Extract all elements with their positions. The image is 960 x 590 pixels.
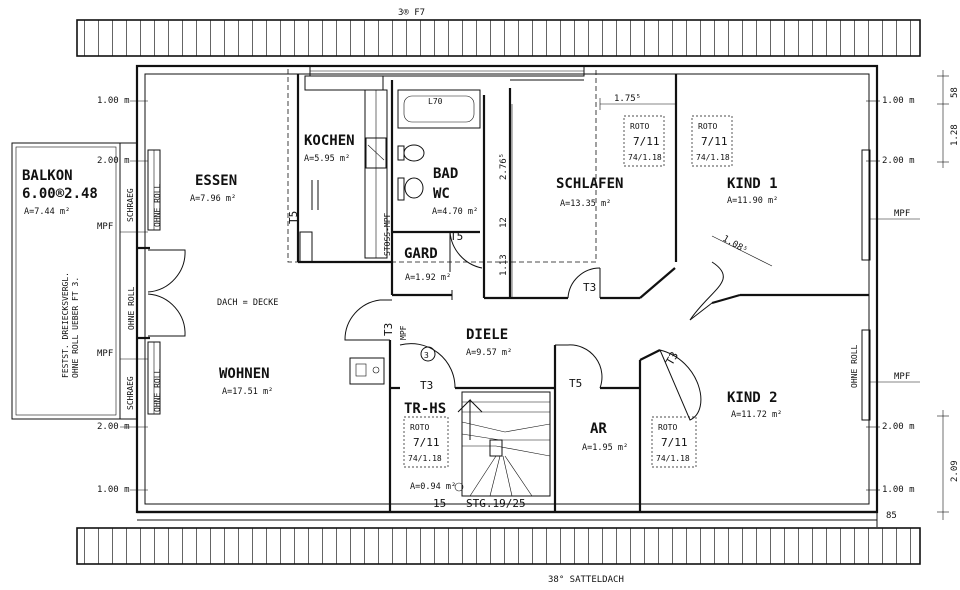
door-t5-ar: T5 bbox=[569, 377, 582, 390]
room-kind2: KIND 2 bbox=[727, 390, 778, 406]
schraeg-top: SCHRAEG bbox=[126, 188, 135, 222]
area-kind1: A=11.90 m² bbox=[727, 196, 778, 206]
ohne-roll-top: OHNE ROLL bbox=[153, 183, 162, 227]
area-trhs: A=0.94 m² bbox=[410, 482, 456, 492]
balcony: BALKON 6.00®2.48 A=7.44 m² FESTST. DREIE… bbox=[11, 142, 137, 420]
right-window-annotations: 1.00 m 2.00 m MPF OHNE ROLL MPF 2.00 m 1… bbox=[850, 70, 960, 521]
dim-right-200-top: 2.00 m bbox=[882, 156, 915, 166]
mpf-right-top: MPF bbox=[894, 209, 910, 219]
tub-dim: L70 bbox=[428, 97, 443, 106]
upper-windows bbox=[309, 65, 585, 81]
area-bad: A=4.70 m² bbox=[432, 207, 478, 217]
doors: T3 T3 MPF T3 T5 T3 3 bbox=[344, 261, 724, 421]
roto-1-l1: ROTO bbox=[630, 122, 649, 131]
door-t5-gard: T5 bbox=[450, 230, 463, 243]
dim-58: 58 bbox=[950, 87, 960, 98]
room-kind1: KIND 1 bbox=[727, 176, 778, 192]
roto-4-l1: ROTO bbox=[658, 423, 677, 432]
ohne-roll-right: OHNE ROLL bbox=[850, 344, 859, 388]
dim-209: 2.09 bbox=[950, 460, 960, 482]
mpf-left-top: MPF bbox=[97, 222, 113, 232]
room-diele: DIELE bbox=[466, 327, 508, 343]
roto-4-l3: 74/1.18 bbox=[656, 454, 690, 463]
area-ar: A=1.95 m² bbox=[582, 443, 628, 453]
roto-1-l2: 7/11 bbox=[633, 135, 660, 148]
left-window-annotations: 1.00 m 2.00 m MPF MPF 2.00 m 1.00 m SCHR… bbox=[97, 96, 186, 495]
schraeg-bottom: SCHRAEG bbox=[126, 376, 135, 410]
roto-1-l3: 74/1.18 bbox=[628, 153, 662, 162]
mpf-right-bottom: MPF bbox=[894, 372, 910, 382]
dim-113: 1.13 bbox=[499, 254, 509, 276]
stairs-label: STG.19/25 bbox=[466, 497, 526, 510]
door-t3-kind2: T3 bbox=[663, 350, 681, 368]
dim-175: 1.75⁵ bbox=[614, 94, 641, 104]
area-wohnen: A=17.51 m² bbox=[222, 387, 273, 397]
roof-bottom-label: 38° SATTELDACH bbox=[548, 575, 624, 585]
room-wc: WC bbox=[433, 186, 450, 202]
balcony-note-1: FESTST. DREIECKSVERGL. bbox=[61, 272, 70, 378]
room-kochen: KOCHEN bbox=[304, 133, 355, 149]
dim-108: 1.08⁵ bbox=[721, 234, 749, 256]
balcony-area: A=7.44 m² bbox=[24, 207, 70, 217]
room-gard: GARD bbox=[404, 246, 438, 262]
roto-2-l3: 74/1.18 bbox=[696, 153, 730, 162]
dim-right-100-bottom: 1.00 m bbox=[882, 485, 915, 495]
ohne-roll-bottom: OHNE ROLL bbox=[153, 368, 162, 412]
room-ar: AR bbox=[590, 421, 607, 437]
marker-3: 3 bbox=[424, 351, 429, 360]
area-kind2: A=11.72 m² bbox=[731, 410, 782, 420]
dim-85: 85 bbox=[886, 511, 897, 521]
dim-left-100-top: 1.00 m bbox=[97, 96, 130, 106]
stairs-number: 15 bbox=[433, 497, 446, 510]
door-t3-schlafen: T3 bbox=[583, 281, 596, 294]
room-bad: BAD bbox=[433, 166, 458, 182]
roto-4-l2: 7/11 bbox=[661, 436, 688, 449]
stairs: 15 STG.19/25 bbox=[433, 391, 551, 510]
dim-276: 2.76⁵ bbox=[499, 153, 509, 180]
door-mpf: MPF bbox=[399, 325, 408, 340]
room-trhs: TR-HS bbox=[404, 401, 446, 417]
dim-right-200-bottom: 2.00 m bbox=[882, 422, 915, 432]
roto-windows: ROTO 7/11 74/1.18 ROTO 7/11 74/1.18 ROTO… bbox=[403, 115, 733, 468]
area-essen: A=7.96 m² bbox=[190, 194, 236, 204]
roto-2-l2: 7/11 bbox=[701, 135, 728, 148]
dim-left-100-bottom: 1.00 m bbox=[97, 485, 130, 495]
balcony-size: 6.00®2.48 bbox=[22, 186, 98, 202]
door-t5-kochen: T5 bbox=[287, 211, 300, 224]
door-t3-diele: T3 bbox=[382, 323, 395, 336]
balcony-note-2: OHNE ROLL UEBER FT 3. bbox=[71, 277, 80, 378]
outer-walls bbox=[135, 64, 879, 527]
room-wohnen: WOHNEN bbox=[219, 366, 270, 382]
dim-left-200-bottom: 2.00 m bbox=[97, 422, 130, 432]
roof-top: 3® F7 bbox=[76, 8, 921, 57]
roto-3-l3: 74/1.18 bbox=[408, 454, 442, 463]
dim-12: 12 bbox=[499, 217, 509, 228]
dim-right-100-top: 1.00 m bbox=[882, 96, 915, 106]
room-labels: ESSEN A=7.96 m² KOCHEN A=5.95 m² BAD WC … bbox=[190, 133, 782, 492]
door-t3-trhs: T3 bbox=[420, 379, 433, 392]
balcony-name: BALKON bbox=[22, 168, 73, 184]
bath-fittings: L70 T5 bbox=[397, 89, 483, 272]
roof-top-label: 3® F7 bbox=[398, 8, 425, 18]
kitchen-fittings: T5 STOSS-MPF bbox=[287, 75, 392, 263]
area-gard: A=1.92 m² bbox=[405, 273, 451, 283]
dach-decke-note: DACH = DECKE bbox=[217, 298, 278, 308]
area-kochen: A=5.95 m² bbox=[304, 154, 350, 164]
room-essen: ESSEN bbox=[195, 173, 237, 189]
mpf-left-bottom: MPF bbox=[97, 349, 113, 359]
stoss-mpf: STOSS-MPF bbox=[383, 212, 392, 256]
ohne-roll-door: OHNE ROLL bbox=[127, 286, 136, 330]
roof-bottom: 38° SATTELDACH bbox=[76, 527, 921, 585]
area-schlafen: A=13.35 m² bbox=[560, 199, 611, 209]
roto-3-l2: 7/11 bbox=[413, 436, 440, 449]
area-diele: A=9.57 m² bbox=[466, 348, 512, 358]
room-schlafen: SCHLAFEN bbox=[556, 176, 623, 192]
roto-2-l1: ROTO bbox=[698, 122, 717, 131]
roto-3-l1: ROTO bbox=[410, 423, 429, 432]
dim-left-200-top: 2.00 m bbox=[97, 156, 130, 166]
dim-128: 1.28 bbox=[950, 124, 960, 146]
